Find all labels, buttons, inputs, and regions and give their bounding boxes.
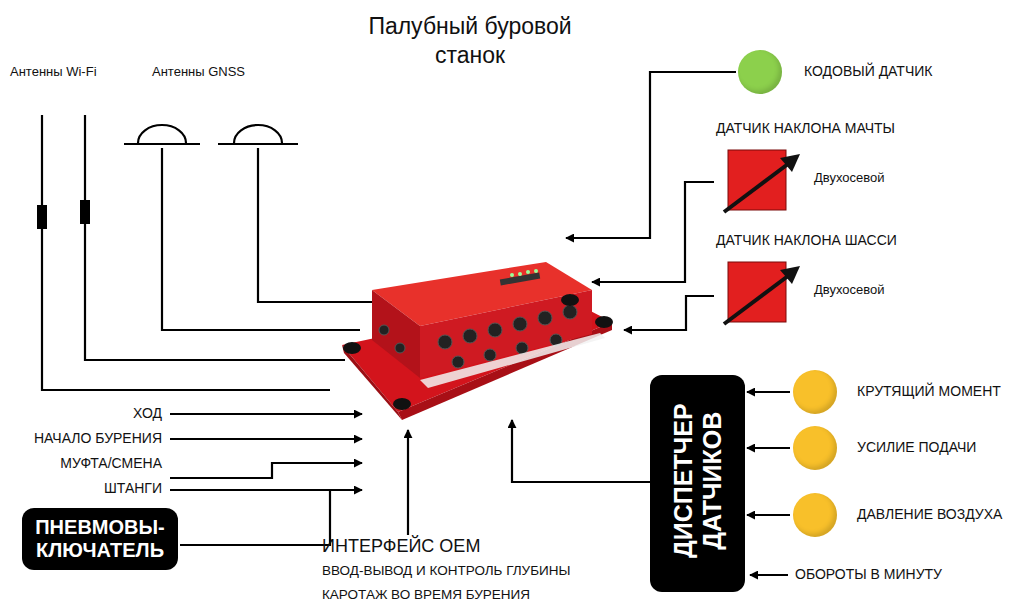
tilt-sensor-symbol <box>722 146 802 218</box>
tilt-sensor-symbol <box>722 258 802 330</box>
sensor-heading: ДАТЧИК НАКЛОНА ШАССИ <box>716 232 897 249</box>
diagram-title: Палубный буровой станок <box>350 12 590 70</box>
sensor-node: ПНЕВМОВЫ- КЛЮЧАТЕЛЬ <box>22 508 178 570</box>
sensor-subtitle: Двухосевой <box>814 170 885 186</box>
sensor-node: ДИСПЕТЧЕР ДАТЧИКОВ <box>650 375 745 592</box>
dispatcher-title: ДИСПЕТЧЕР ДАТЧИКОВ <box>669 380 727 581</box>
rotated-text-holder: ДИСПЕТЧЕР ДАТЧИКОВ <box>669 380 727 581</box>
sensor-node: КОДОВЫЙ ДАТЧИК <box>738 50 935 94</box>
signal-arrow <box>747 514 790 516</box>
sensor-circle <box>738 50 782 94</box>
signal-arrow <box>747 391 790 393</box>
wifi-wire <box>85 115 345 360</box>
sensor-circle <box>793 370 837 414</box>
sensor-node: ДАТЧИК НАКЛОНА МАЧТЫ Двухосевой <box>716 120 897 220</box>
sensor-label: ДАВЛЕНИЕ ВОЗДУХА <box>857 506 1002 523</box>
signal-label: Антенны GNSS <box>152 64 245 80</box>
sensor-subtitle: Двухосевой <box>814 282 885 298</box>
sensor-node: ДАТЧИК НАКЛОНА ШАССИ Двухосевой <box>716 232 899 332</box>
sensor-circle <box>793 493 837 537</box>
controller-box <box>342 262 613 420</box>
signal-label: ХОД <box>133 405 162 422</box>
sensor-circle <box>793 426 837 470</box>
sensor-label: УСИЛИЕ ПОДАЧИ <box>857 439 976 456</box>
signal-label: НАЧАЛО БУРЕНИЯ <box>34 430 162 447</box>
sensor-node: КРУТЯЩИЙ МОМЕНТ <box>793 370 1003 414</box>
signal-label: ВВОД-ВЫВОД И КОНТРОЛЬ ГЛУБИНЫ <box>322 563 570 579</box>
sensor-node: УСИЛИЕ ПОДАЧИ <box>793 426 979 470</box>
switch-label: ПНЕВМОВЫ- КЛЮЧАТЕЛЬ <box>32 516 168 562</box>
sensor-label: КРУТЯЩИЙ МОМЕНТ <box>857 383 1001 400</box>
signal-label: Антенны Wi-Fi <box>10 64 97 80</box>
signal-label: ОБОРОТЫ В МИНУТУ <box>795 566 942 583</box>
sensor-heading: ДАТЧИК НАКЛОНА МАЧТЫ <box>716 120 895 137</box>
signal-label: МУФТА/СМЕНА <box>60 455 162 472</box>
signal-label: КАРОТАЖ ВО ВРЕМЯ БУРЕНИЯ <box>322 587 530 603</box>
gnss-wire <box>258 148 380 302</box>
sensor-label: КОДОВЫЙ ДАТЧИК <box>804 63 932 80</box>
sensor-node: ДАВЛЕНИЕ ВОЗДУХА <box>793 493 1005 537</box>
signal-label: ШТАНГИ <box>104 480 162 497</box>
signal-arrow <box>747 447 790 449</box>
signal-label: ИНТЕРФЕЙС OEM <box>322 536 480 558</box>
